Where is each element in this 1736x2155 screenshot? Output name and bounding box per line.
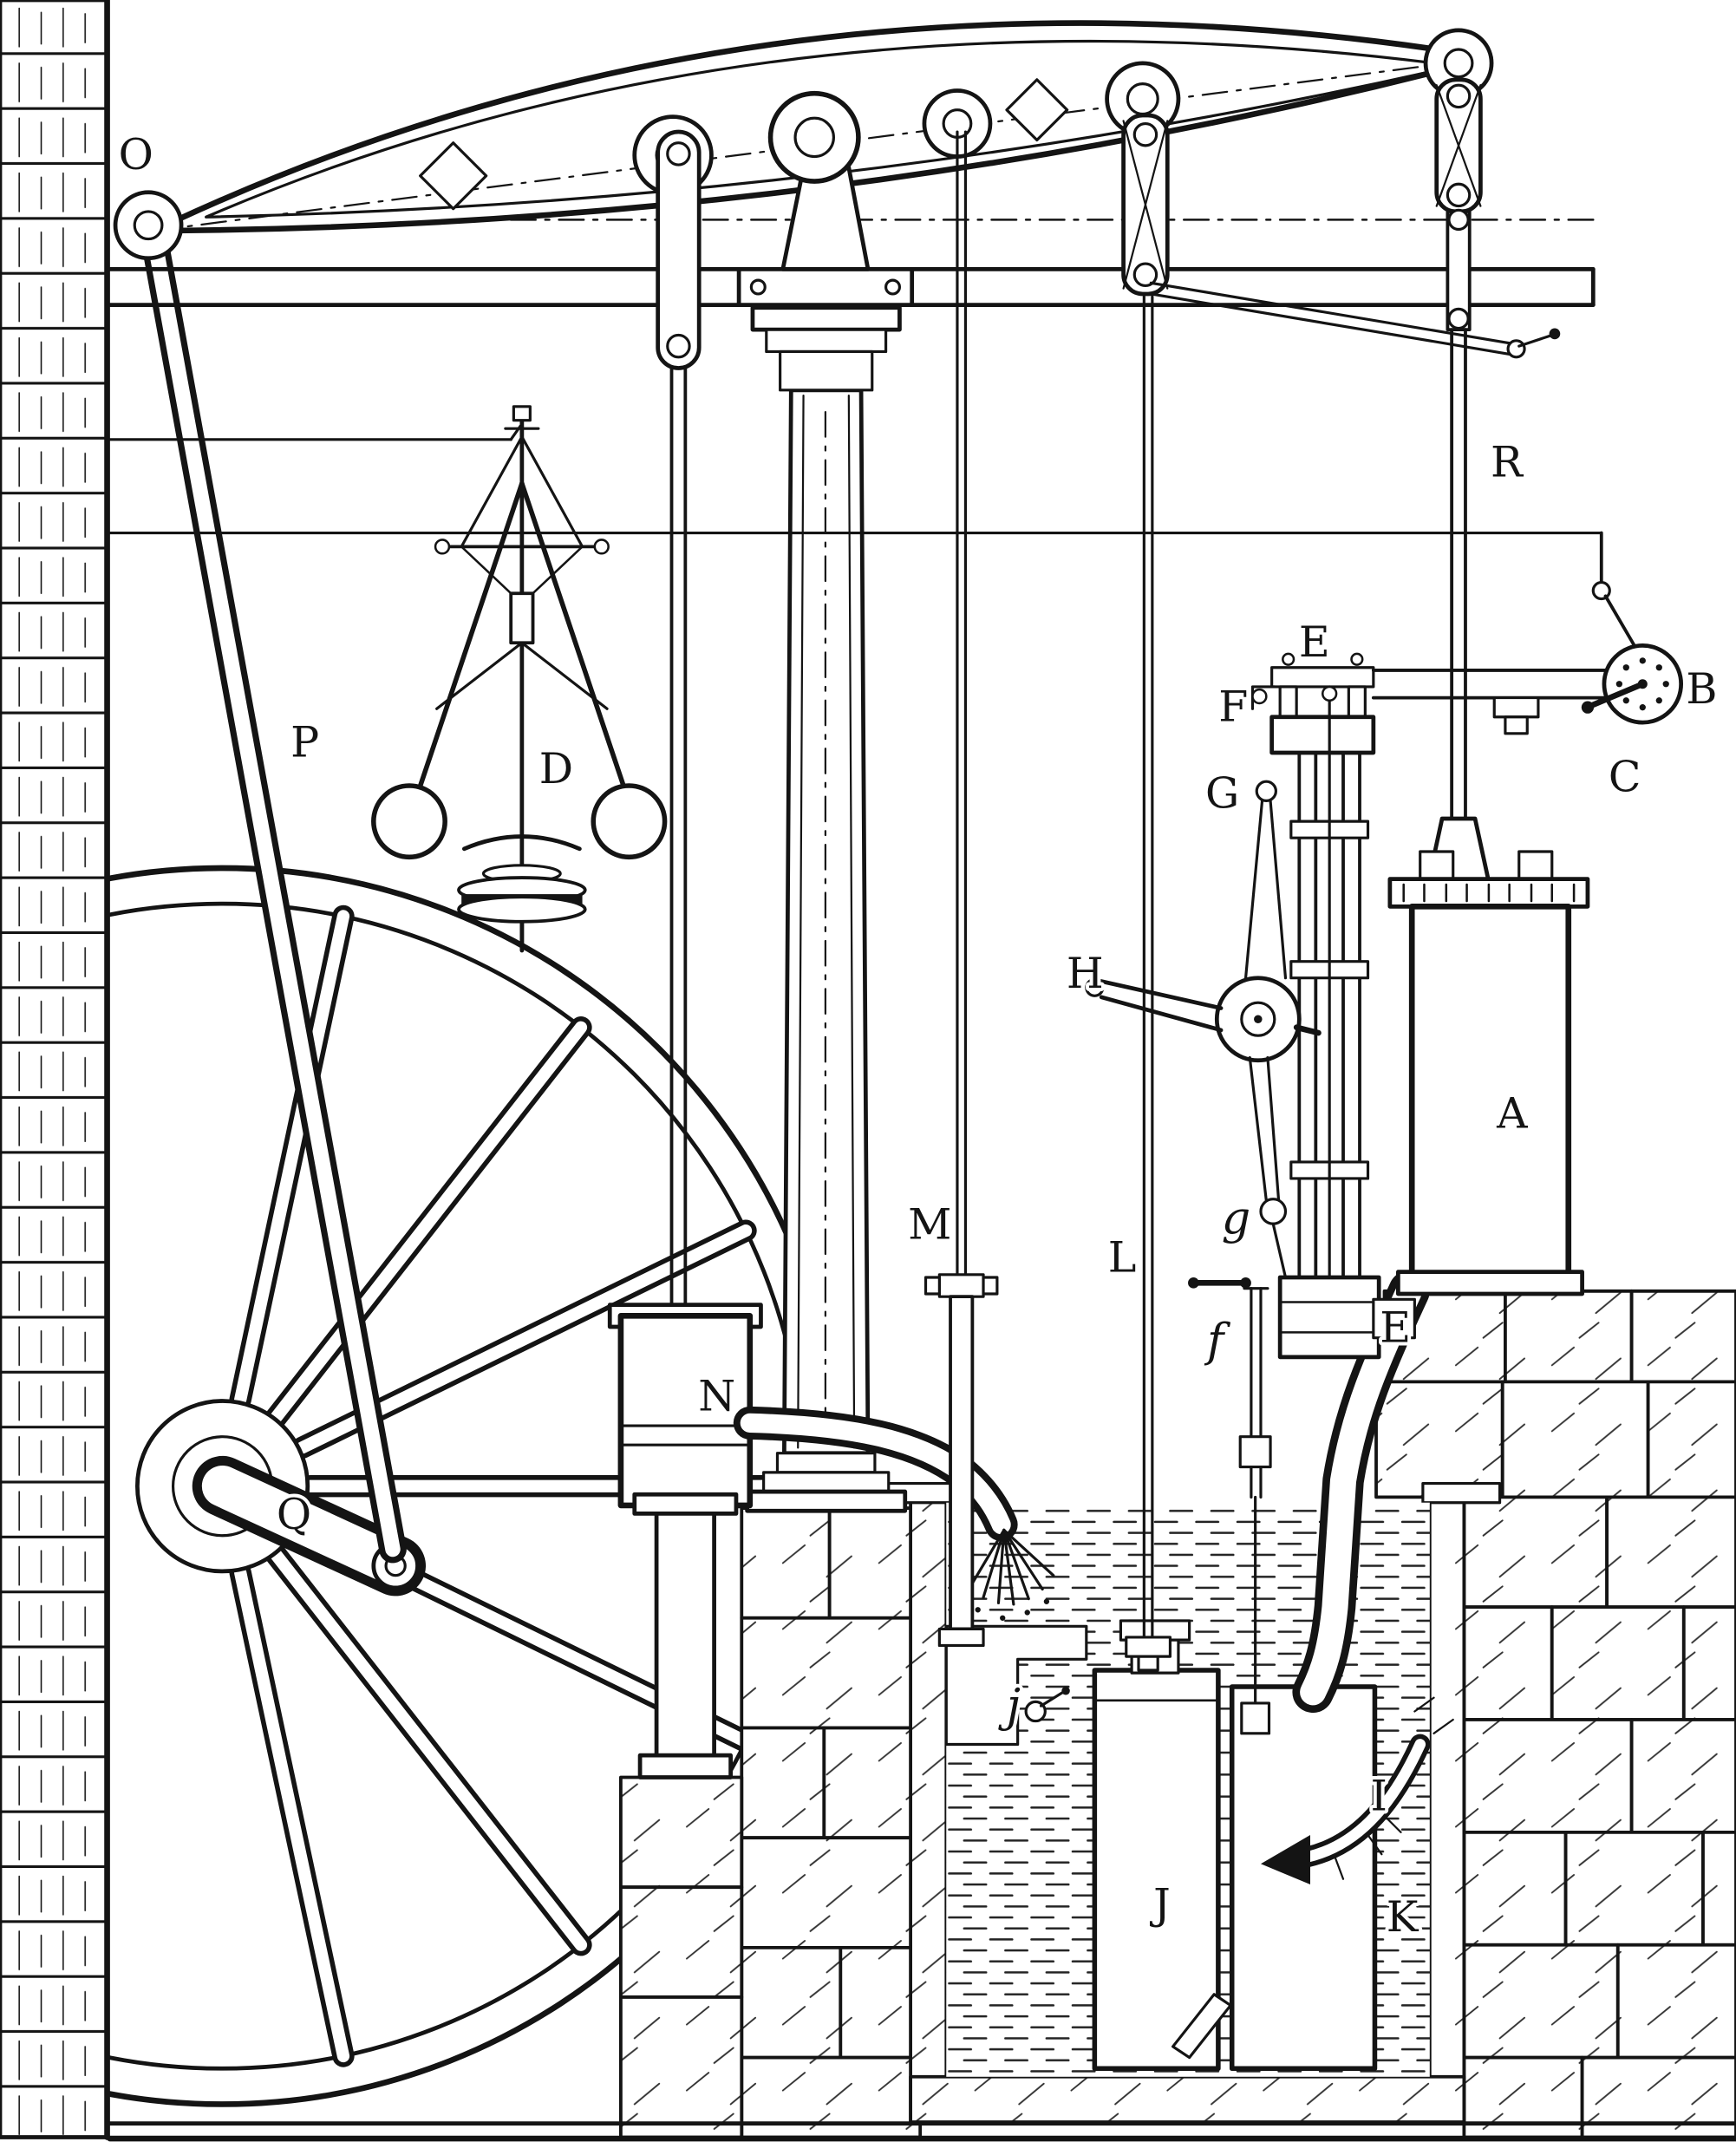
centrifugal-governor bbox=[371, 405, 668, 953]
condenser-vessel bbox=[1092, 1668, 1221, 2072]
label-L: L bbox=[1108, 1232, 1137, 1283]
masonry-foundation bbox=[107, 1289, 1736, 2142]
valve-gear bbox=[1085, 652, 1416, 1360]
governor-arm bbox=[519, 480, 635, 813]
flywheel bbox=[0, 865, 844, 2107]
label-g: g bbox=[1222, 1192, 1250, 1244]
air-pump-vessel bbox=[1229, 1684, 1378, 2072]
delivery-pipe bbox=[733, 1406, 1018, 1542]
steam-cylinder bbox=[1387, 850, 1590, 1296]
column-capital bbox=[750, 305, 902, 332]
cistern-right-wall bbox=[1427, 1495, 1466, 2124]
left-wall bbox=[0, 0, 110, 2140]
label-K: K bbox=[1387, 1891, 1419, 1942]
label-H: H bbox=[1067, 948, 1104, 998]
tappet-weight bbox=[1259, 1198, 1288, 1225]
label-F: F bbox=[1218, 682, 1248, 732]
air-pump-rod-l bbox=[1121, 113, 1172, 1672]
label-C: C bbox=[1609, 751, 1641, 801]
governor-ball bbox=[371, 783, 447, 860]
cylinder-body bbox=[1408, 904, 1572, 1286]
cistern-left-wall bbox=[909, 1495, 949, 2124]
pump-link bbox=[656, 129, 702, 370]
parallel-motion bbox=[1149, 77, 1561, 885]
throttle-disc bbox=[1581, 643, 1684, 725]
connecting-rod bbox=[140, 222, 407, 1564]
cistern-cock bbox=[1024, 1686, 1070, 1723]
injection-arrow bbox=[1260, 1696, 1454, 1885]
injection-cock-rod bbox=[1188, 1277, 1272, 1735]
label-E-right: E bbox=[1380, 1302, 1411, 1352]
label-G: G bbox=[1205, 767, 1239, 818]
gab-pivot-g bbox=[1255, 780, 1277, 802]
beam-left-pin bbox=[113, 190, 184, 261]
label-M: M bbox=[908, 1199, 951, 1250]
water-spray bbox=[958, 1528, 1055, 1621]
beam-diamond-brace bbox=[419, 141, 488, 211]
drain-spout bbox=[1171, 1993, 1232, 2060]
beam-main-gudgeon bbox=[767, 90, 861, 184]
label-P: P bbox=[290, 717, 319, 767]
hand-lever-h bbox=[1085, 977, 1322, 1036]
column-base bbox=[775, 1452, 877, 1474]
beam-diamond-brace bbox=[1005, 78, 1069, 142]
label-A: A bbox=[1496, 1087, 1528, 1138]
governor-ball bbox=[591, 783, 668, 860]
label-O: O bbox=[119, 129, 153, 180]
cistern-step bbox=[944, 1624, 1088, 1747]
pump-rod-m bbox=[923, 130, 999, 1648]
support-column bbox=[745, 305, 908, 1513]
walking-beam bbox=[113, 20, 1494, 271]
label-R: R bbox=[1491, 437, 1524, 487]
part-labels: O P Q D N M L H G F E g f E A R B C I J … bbox=[115, 126, 1721, 1945]
label-D: D bbox=[539, 743, 573, 793]
throttle-gear bbox=[108, 424, 1684, 735]
condenser-cistern bbox=[884, 1481, 1502, 2124]
label-Q: Q bbox=[277, 1489, 311, 1539]
pump-barrel bbox=[617, 1313, 754, 1509]
cold-water-pump bbox=[607, 129, 1055, 1780]
eduction-pipe bbox=[1292, 1270, 1430, 1714]
label-f: f bbox=[1204, 1314, 1231, 1367]
label-I: I bbox=[1370, 1771, 1387, 1821]
label-N: N bbox=[698, 1371, 735, 1421]
label-E-top: E bbox=[1299, 617, 1330, 667]
valve-chest-base bbox=[1277, 1275, 1381, 1360]
label-B: B bbox=[1686, 663, 1717, 714]
governor-arm bbox=[409, 480, 525, 813]
